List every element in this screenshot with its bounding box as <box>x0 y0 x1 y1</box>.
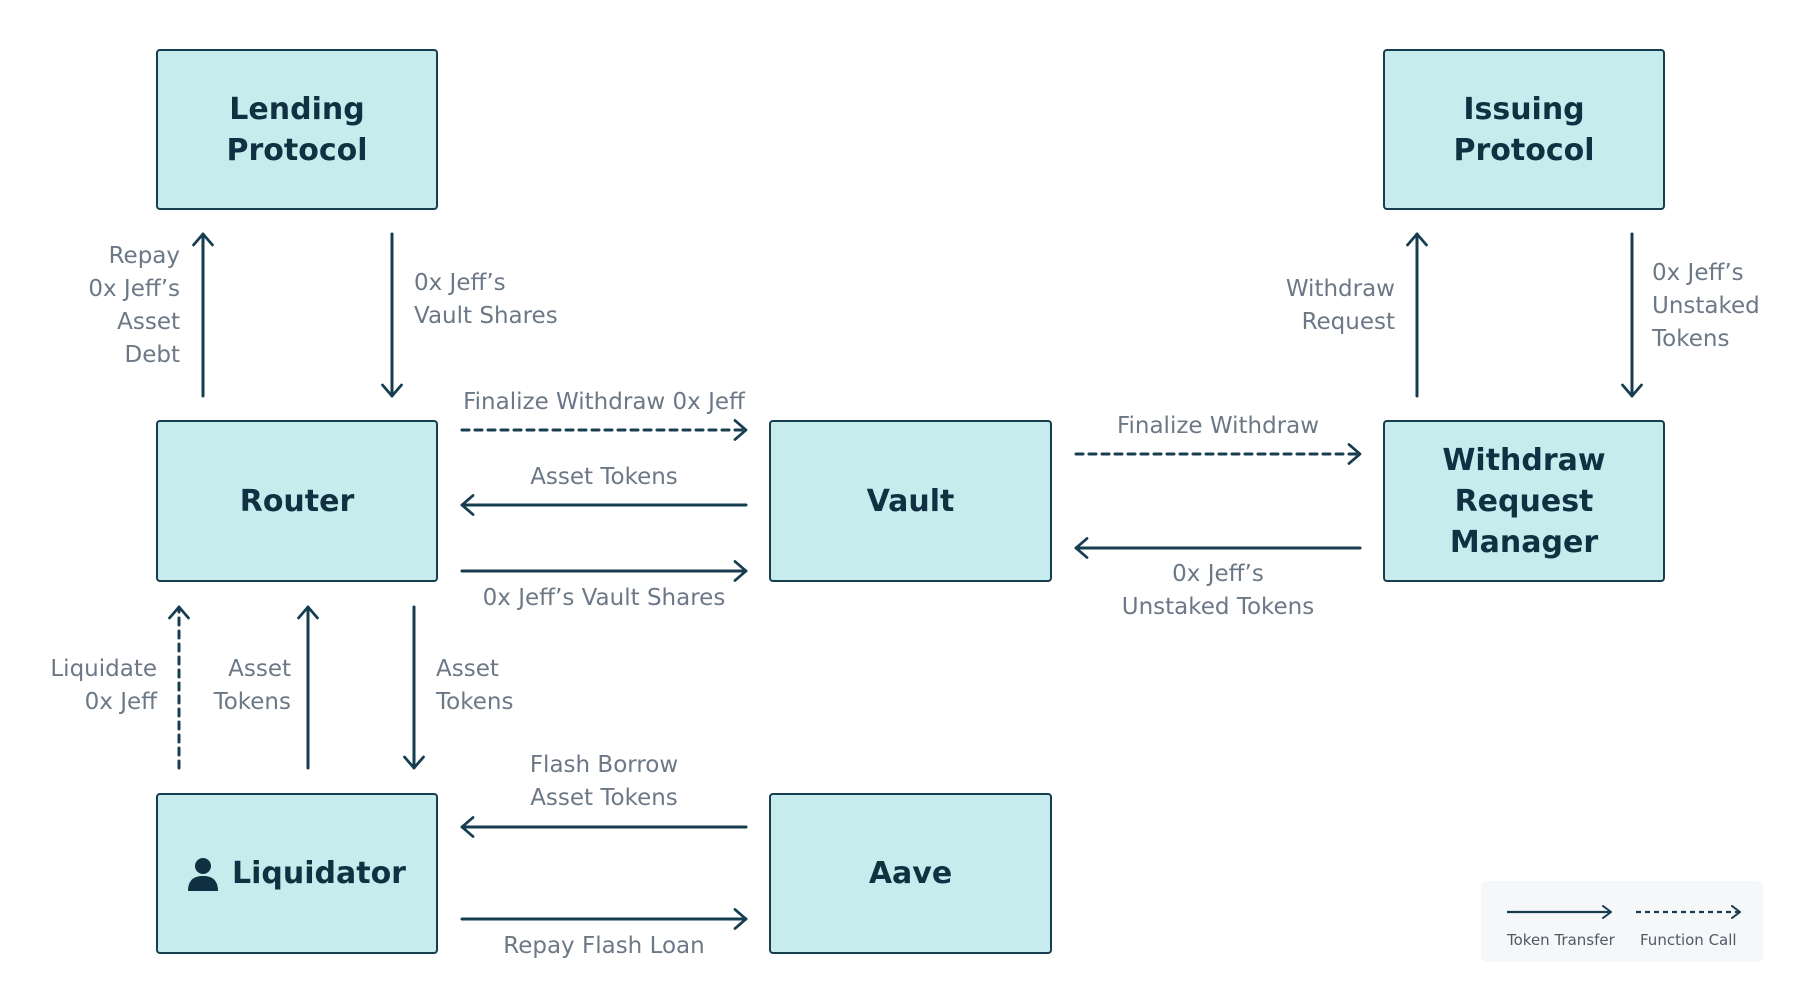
legend-function-call: Function Call <box>1640 931 1737 949</box>
label-vault-shares-down: 0x Jeff’s Vault Shares <box>414 270 558 329</box>
person-icon <box>188 857 218 891</box>
legend: Token Transfer Function Call <box>1481 881 1763 962</box>
legend-token-transfer: Token Transfer <box>1507 931 1615 949</box>
label-asset-tokens-up: Asset Tokens <box>213 656 291 715</box>
label-repay-debt: Repay 0x Jeff’s Asset Debt <box>88 243 180 368</box>
label-unstaked-tokens-left: 0x Jeff’s Unstaked Tokens <box>1121 561 1315 620</box>
label-flash-borrow: Flash Borrow Asset Tokens <box>529 752 679 811</box>
node-withdraw-request-manager: Withdraw Request Manager <box>1383 420 1665 582</box>
node-label: Lending Protocol <box>226 91 368 168</box>
label-withdraw-request: Withdraw Request <box>1285 276 1395 335</box>
node-lending-protocol: Lending Protocol <box>156 49 438 210</box>
label-asset-tokens-down: Asset Tokens <box>436 656 514 715</box>
legend-swatches <box>1507 905 1741 919</box>
node-liquidator-title: Liquidator <box>188 853 406 894</box>
node-label: Vault <box>866 483 955 519</box>
label-repay-flash-loan: Repay Flash Loan <box>503 933 705 959</box>
label-asset-tokens-vault-router: Asset Tokens <box>530 464 678 490</box>
node-router: Router <box>156 420 438 582</box>
node-liquidator: Liquidator <box>156 793 438 954</box>
node-label: Aave <box>868 856 953 891</box>
label-finalize-withdraw: Finalize Withdraw <box>1116 413 1320 439</box>
node-aave: Aave <box>769 793 1052 954</box>
label-finalize-withdraw-jeff: Finalize Withdraw 0x Jeff <box>463 389 745 415</box>
node-label: Router <box>239 483 355 519</box>
node-vault: Vault <box>769 420 1052 582</box>
node-label: Issuing Protocol <box>1453 91 1595 168</box>
label-vault-shares-router-vault: 0x Jeff’s Vault Shares <box>482 585 726 611</box>
node-label: Liquidator <box>232 856 406 891</box>
node-issuing-protocol: Issuing Protocol <box>1383 49 1665 210</box>
label-liquidate: Liquidate 0x Jeff <box>50 656 157 715</box>
node-label: Withdraw Request Manager <box>1442 442 1606 560</box>
label-unstaked-tokens-down: 0x Jeff’s Unstaked Tokens <box>1652 260 1760 352</box>
